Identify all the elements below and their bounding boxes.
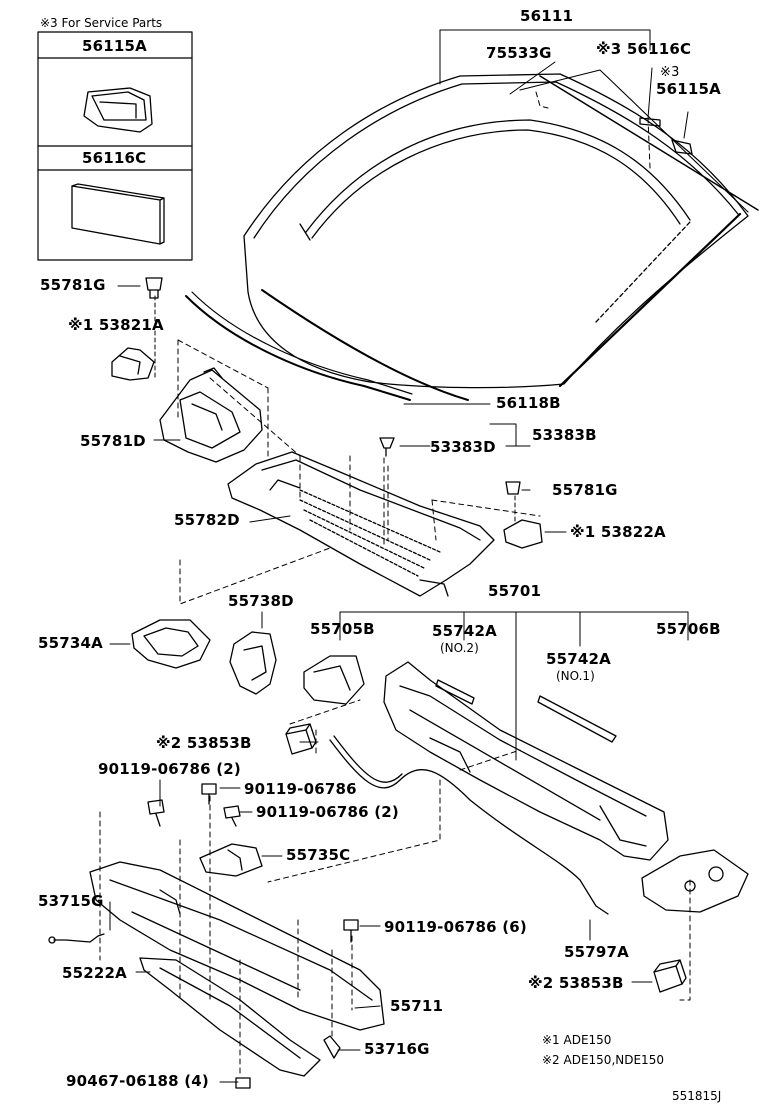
block-53853b-right	[653, 959, 687, 993]
cowl-panel-55701	[383, 661, 669, 861]
clip-55781g-right	[505, 481, 521, 495]
bracket-55705b	[303, 655, 365, 705]
label-90119-b: 90119-06786	[244, 780, 357, 798]
harness-53715g	[48, 933, 105, 944]
label-53715g: 53715G	[38, 892, 104, 910]
label-56115a: 56115A	[656, 80, 721, 98]
label-55705b: 55705B	[310, 620, 375, 638]
seals-55742a	[435, 679, 617, 743]
cowl-top-panel	[227, 451, 495, 597]
cover-55222a	[139, 957, 321, 1077]
label-90119-d: 90119-06786 (6)	[384, 918, 527, 936]
label-53853b-left: ※2 53853B	[156, 734, 252, 752]
dashed-guides	[99, 91, 691, 1077]
label-53821a: ※1 53821A	[68, 316, 164, 334]
cowl-seal-55781d	[159, 367, 263, 463]
label-55742a-no2-sub: (NO.2)	[440, 641, 479, 655]
service-part-56115a: 56115A	[82, 37, 147, 55]
note-2: ※2 ADE150,NDE150	[542, 1053, 664, 1067]
service-parts-box	[37, 31, 193, 261]
clip-55781g	[145, 277, 163, 299]
lower-molding	[185, 289, 469, 401]
label-55735c: 55735C	[286, 846, 351, 864]
label-56111: 56111	[520, 7, 574, 25]
service-part-56116c: 56116C	[82, 149, 147, 167]
label-53383d: 53383D	[430, 438, 496, 456]
note-1: ※1 ADE150	[542, 1033, 612, 1047]
label-55742a-no1-sub: (NO.1)	[556, 669, 595, 683]
label-55742a-no1: 55742A	[546, 650, 611, 668]
label-55781d: 55781D	[80, 432, 146, 450]
label-90119-c: 90119-06786 (2)	[256, 803, 399, 821]
label-55738d: 55738D	[228, 592, 294, 610]
label-56116c: ※3 56116C	[596, 40, 692, 58]
label-55706b: 55706B	[656, 620, 721, 638]
label-55711: 55711	[390, 997, 444, 1015]
block-53853b-left	[285, 723, 317, 755]
leader-lines	[109, 29, 689, 1083]
bracket-53822a	[503, 519, 543, 549]
windshield-glass	[243, 69, 749, 389]
label-56115a-mark: ※3	[660, 65, 680, 80]
screws	[147, 783, 359, 1089]
label-53383b: 53383B	[532, 426, 597, 444]
bracket-55735c	[199, 843, 263, 877]
hose-55797a	[329, 735, 609, 915]
clip-53383d	[379, 437, 395, 457]
bracket-55706b	[641, 849, 749, 913]
label-75533g: 75533G	[486, 44, 552, 62]
label-55734a: 55734A	[38, 634, 103, 652]
drawing-reference: 551815J	[672, 1089, 722, 1103]
small-clip-parts	[639, 117, 693, 155]
label-53822a: ※1 53822A	[570, 523, 666, 541]
label-53853b-right: ※2 53853B	[528, 974, 624, 992]
label-55701: 55701	[488, 582, 542, 600]
service-box-title: ※3 For Service Parts	[40, 16, 163, 30]
label-55781g-top: 55781G	[40, 276, 106, 294]
label-55797a: 55797A	[564, 943, 629, 961]
label-55782d: 55782D	[174, 511, 240, 529]
label-56118b: 56118B	[496, 394, 561, 412]
duct-55738d	[229, 631, 277, 695]
label-55742a-no2: 55742A	[432, 622, 497, 640]
lower-panel-55711	[89, 861, 385, 1031]
label-90119-a: 90119-06786 (2)	[98, 760, 241, 778]
label-90467: 90467-06188 (4)	[66, 1072, 209, 1090]
label-53716g: 53716G	[364, 1040, 430, 1058]
label-55781g-right: 55781G	[552, 481, 618, 499]
seal-55734a	[131, 619, 211, 669]
bracket-53821a	[111, 347, 155, 381]
bracket-53716g	[323, 1035, 341, 1059]
molding-strip	[539, 75, 759, 211]
label-55222a: 55222A	[62, 964, 127, 982]
